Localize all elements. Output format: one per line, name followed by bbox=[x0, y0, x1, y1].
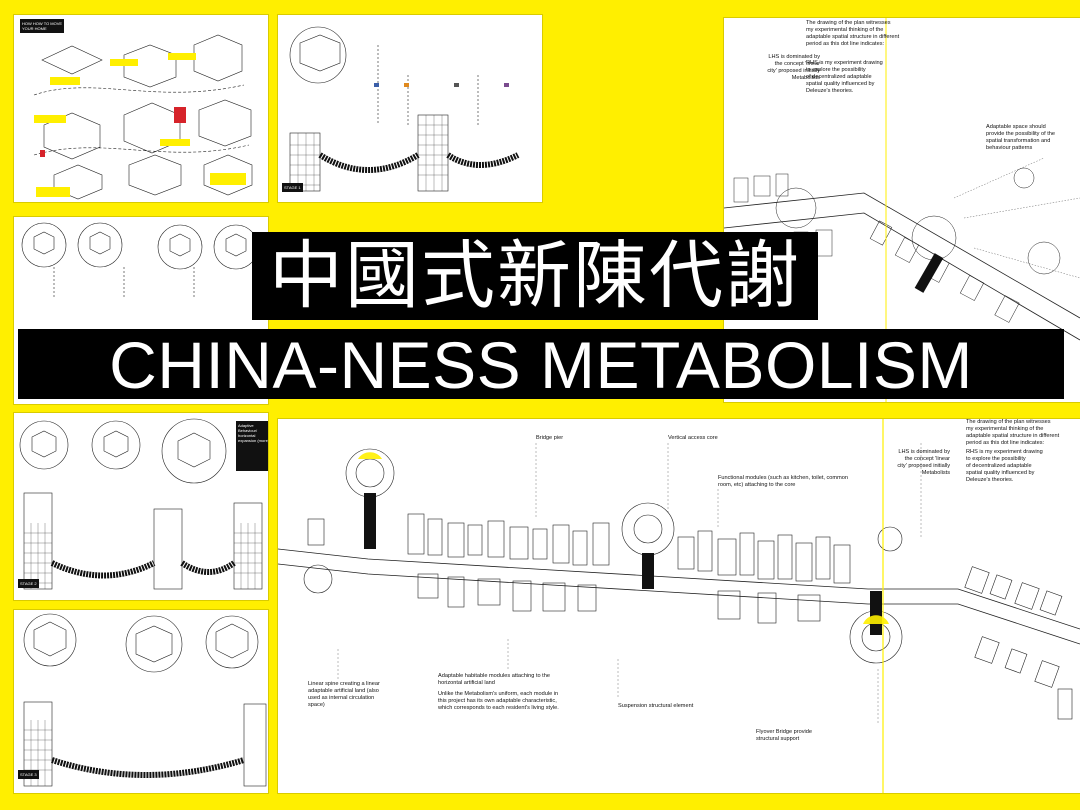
label-functional-modules: Functional modules (such as kitchen, toi… bbox=[718, 475, 848, 488]
top-plan-note-rhs: RHS is my experiment drawing to explore … bbox=[806, 60, 883, 94]
module-details-drawing bbox=[21, 222, 259, 297]
top-plan-note-adaptable: Adaptable space should provide the possi… bbox=[986, 124, 1056, 151]
stage-1-section-drawing bbox=[289, 26, 520, 192]
panel-moving-home-diagram: HOW HOW TO MOVE YOUR HOME bbox=[14, 15, 268, 202]
panel-4-stage-tag: STAGE 2 bbox=[18, 579, 39, 588]
label-vertical-access-core: Vertical access core bbox=[668, 435, 718, 441]
title-banner-chinese: 中國式新陳代謝 bbox=[252, 232, 818, 320]
top-plan-note-lhs: LHS is dominated by the concept 'linear … bbox=[767, 54, 820, 81]
panel-1-title-tag: HOW HOW TO MOVE YOUR HOME bbox=[20, 19, 65, 33]
panel-2-stage-tag: STAGE 1 bbox=[282, 183, 303, 192]
label-unlike-metabolism: Unlike the Metabolism's uniform, each mo… bbox=[438, 691, 559, 711]
stage-2-section-drawing bbox=[19, 418, 263, 590]
label-linear-spine: Linear spine creating a linear adaptable… bbox=[308, 681, 380, 708]
bottom-plan-drawing bbox=[278, 419, 1080, 793]
label-suspension-element: Suspension structural element bbox=[618, 703, 694, 709]
bottom-note-top: The drawing of the plan witnesses my exp… bbox=[966, 419, 1060, 446]
stage-3-section-drawing bbox=[23, 613, 267, 787]
label-habitable-modules: Adaptable habitable modules attaching to… bbox=[438, 673, 550, 686]
title-banner-english: CHINA-NESS METABOLISM bbox=[18, 329, 1064, 401]
top-plan-note-top: The drawing of the plan witnesses my exp… bbox=[806, 20, 900, 47]
panel-stage-3-section: STAGE 3 bbox=[14, 610, 268, 793]
panel-stage-1-section: STAGE 1 bbox=[278, 15, 542, 202]
label-flyover-bridge: Flyover Bridge provide structural suppor… bbox=[756, 729, 812, 742]
panel-bottom-plan: Bridge pier Vertical access core Functio… bbox=[278, 419, 1080, 793]
panel-5-stage-tag: STAGE 3 bbox=[18, 770, 39, 779]
label-bridge-pier: Bridge pier bbox=[536, 435, 564, 441]
moving-home-drawing bbox=[33, 34, 253, 200]
bottom-note-rhs: RHS is my experiment drawing to explore … bbox=[966, 449, 1043, 483]
bottom-note-lhs: LHS is dominated by the concept 'linear … bbox=[897, 449, 950, 476]
panel-4-adaptive-heading: Adaptive Behaviour/ horizontal expansion… bbox=[236, 421, 268, 471]
panel-stage-2-section: Adaptive Behaviour/ horizontal expansion… bbox=[14, 413, 268, 600]
